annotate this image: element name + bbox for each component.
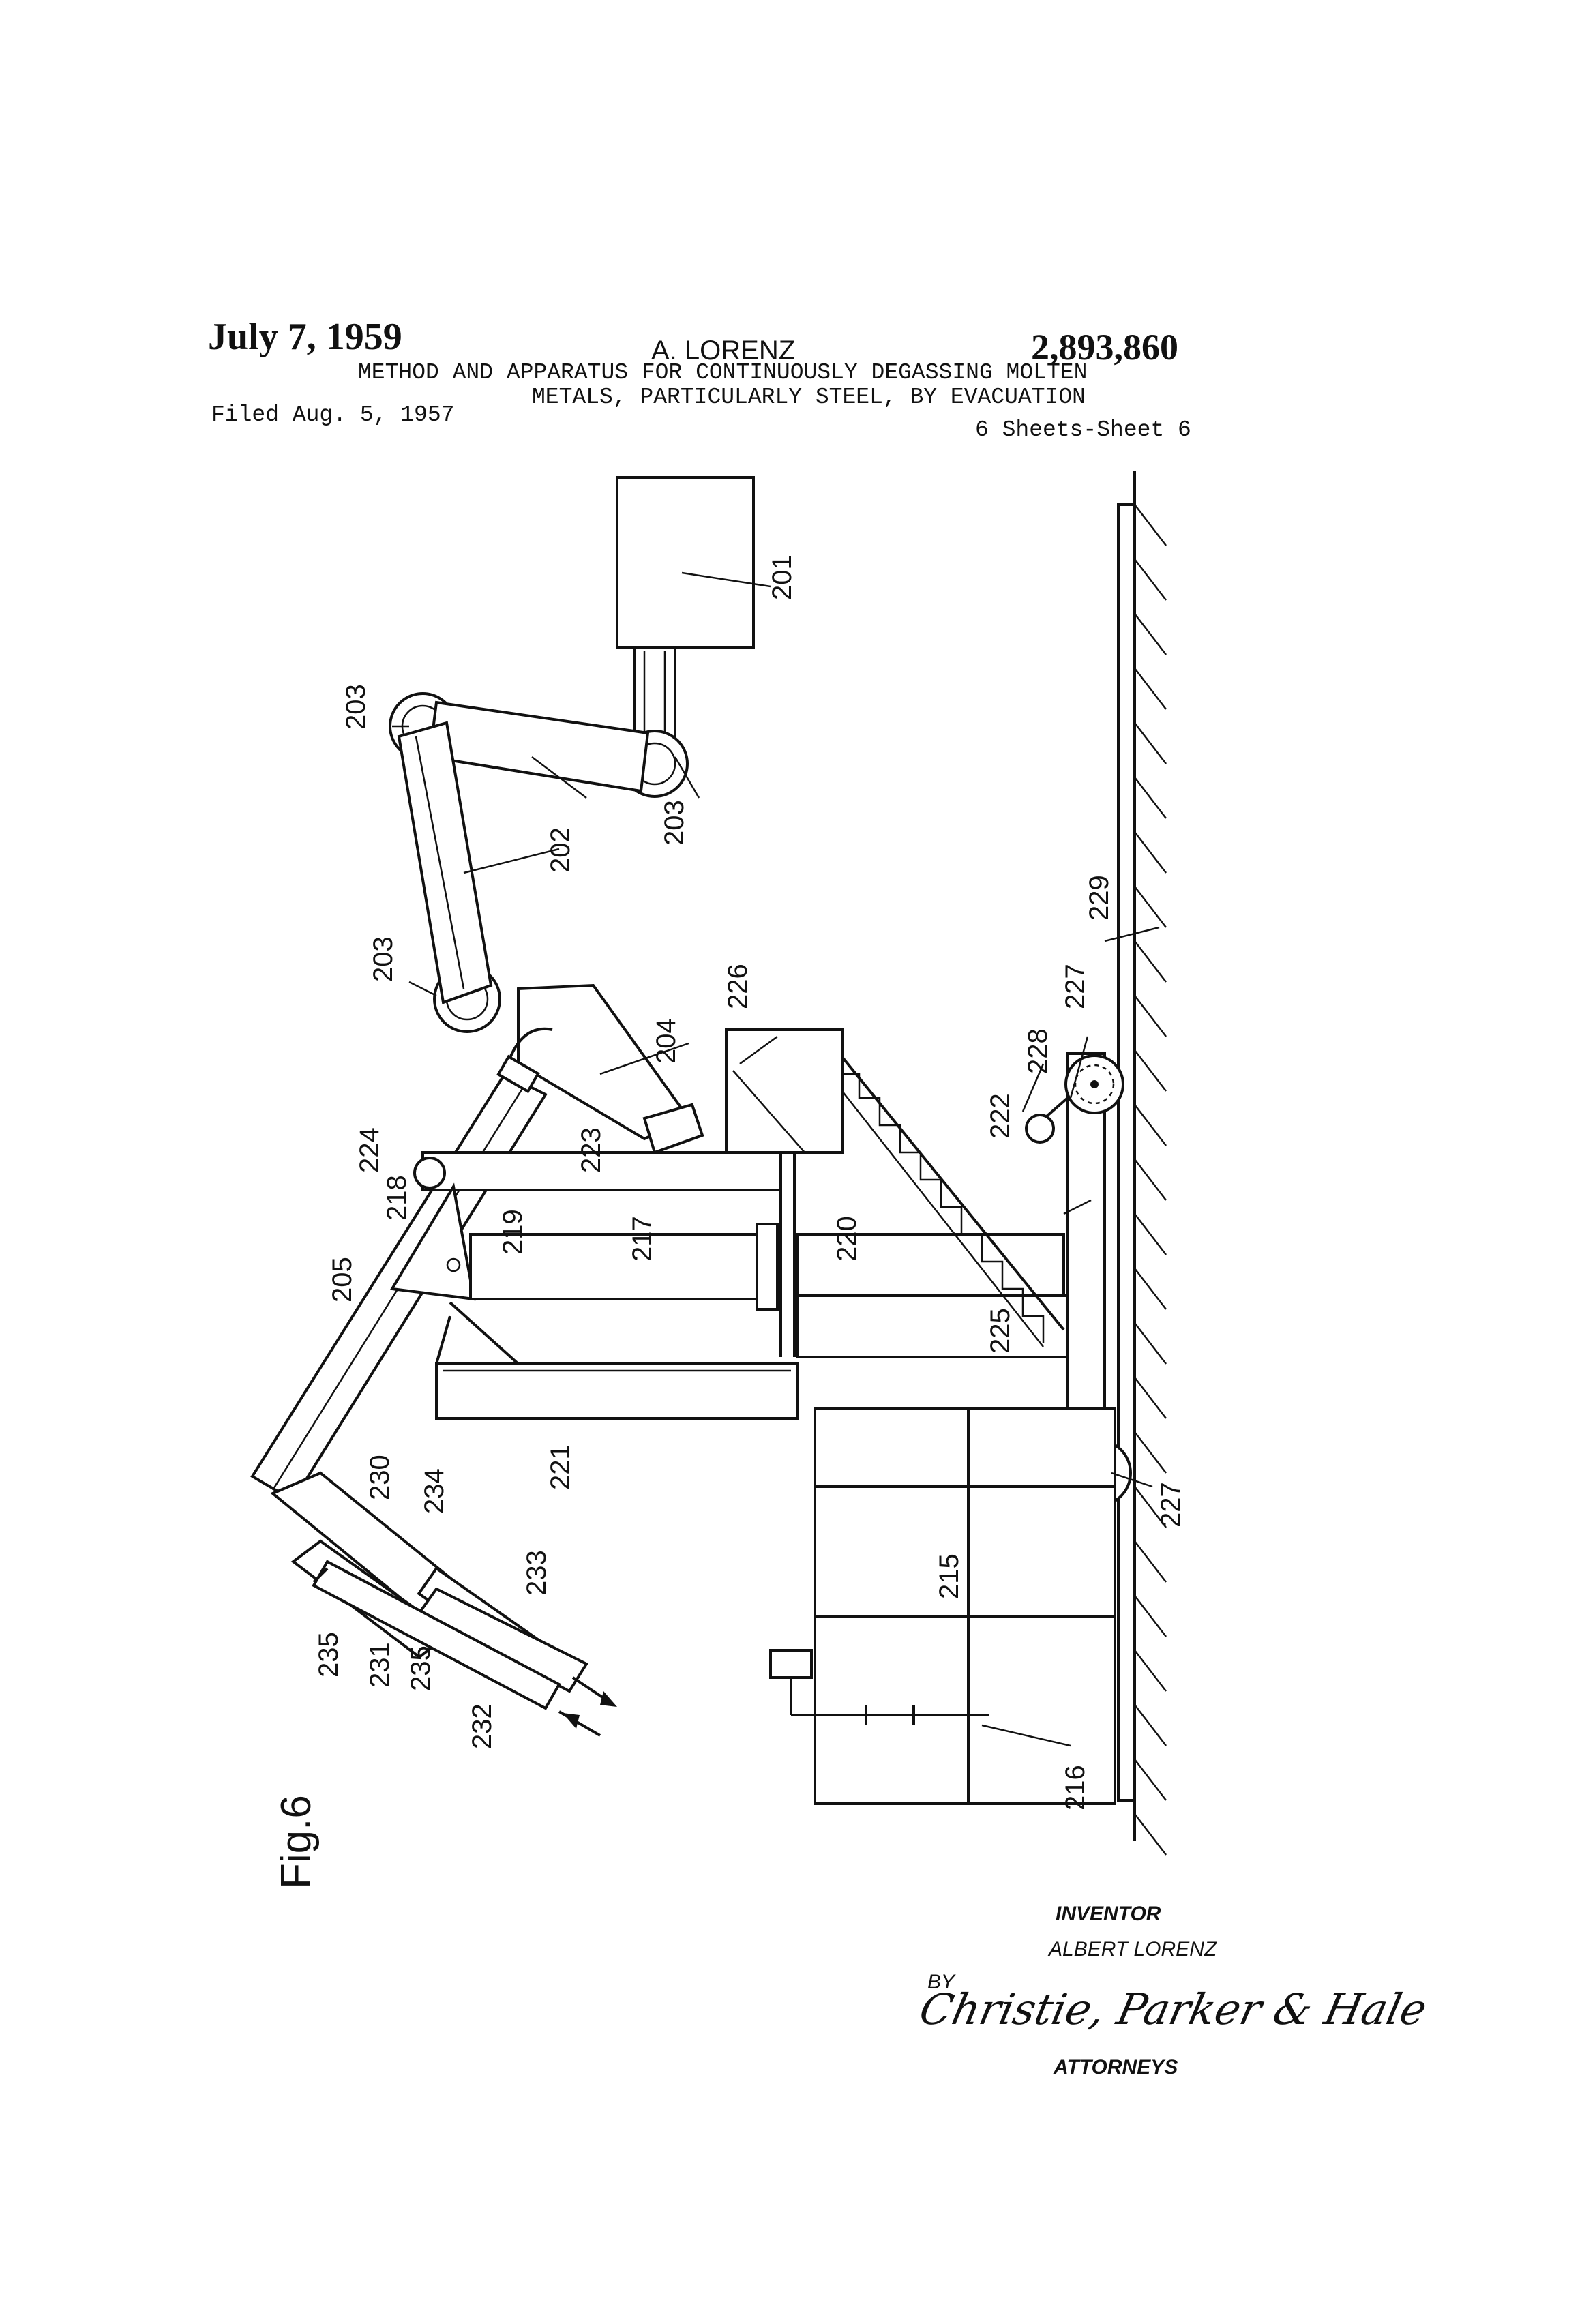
label-233: 233 [522, 1550, 552, 1596]
rail [1118, 505, 1135, 1800]
label-235-b: 235 [406, 1645, 436, 1691]
label-202: 202 [546, 827, 576, 873]
attorneys-label: ATTORNEYS [1054, 2056, 1178, 2079]
component-201-box [617, 477, 753, 648]
label-201: 201 [767, 554, 797, 600]
label-218: 218 [382, 1175, 412, 1221]
platform-226 [726, 1030, 842, 1152]
label-216: 216 [1060, 1765, 1090, 1811]
attorney-signature: Christie, Parker & Hale [915, 1984, 1431, 2034]
figure-label: Fig.6 [273, 1795, 320, 1889]
label-224: 224 [355, 1127, 385, 1173]
label-205: 205 [327, 1257, 357, 1302]
label-235-a: 235 [314, 1632, 344, 1678]
label-223: 223 [576, 1127, 606, 1173]
label-204: 204 [651, 1018, 681, 1064]
vessel-215 [815, 1408, 1115, 1804]
inventor-heading: INVENTOR [1056, 1903, 1161, 1926]
label-232: 232 [467, 1703, 497, 1749]
label-222: 222 [985, 1093, 1015, 1139]
label-231: 231 [365, 1642, 395, 1688]
label-217: 217 [627, 1216, 657, 1262]
label-225: 225 [985, 1308, 1015, 1354]
label-220: 220 [832, 1216, 862, 1262]
arm-202-upper [430, 702, 648, 791]
label-230: 230 [365, 1455, 395, 1500]
label-227-a: 227 [1060, 964, 1090, 1009]
label-228: 228 [1023, 1028, 1053, 1074]
label-203-a: 203 [341, 684, 371, 730]
label-226: 226 [723, 964, 753, 1009]
label-227-b: 227 [1156, 1482, 1186, 1528]
ground-hatching [1135, 471, 1166, 1855]
label-219: 219 [498, 1209, 528, 1255]
label-203-c: 203 [368, 936, 398, 982]
beam-221 [436, 1364, 798, 1418]
label-221: 221 [546, 1444, 576, 1490]
label-215: 215 [934, 1553, 964, 1599]
inventor-full-name: ALBERT LORENZ [1049, 1938, 1217, 1961]
label-234: 234 [419, 1468, 449, 1514]
label-229: 229 [1084, 875, 1114, 921]
label-203-b: 203 [659, 800, 689, 846]
